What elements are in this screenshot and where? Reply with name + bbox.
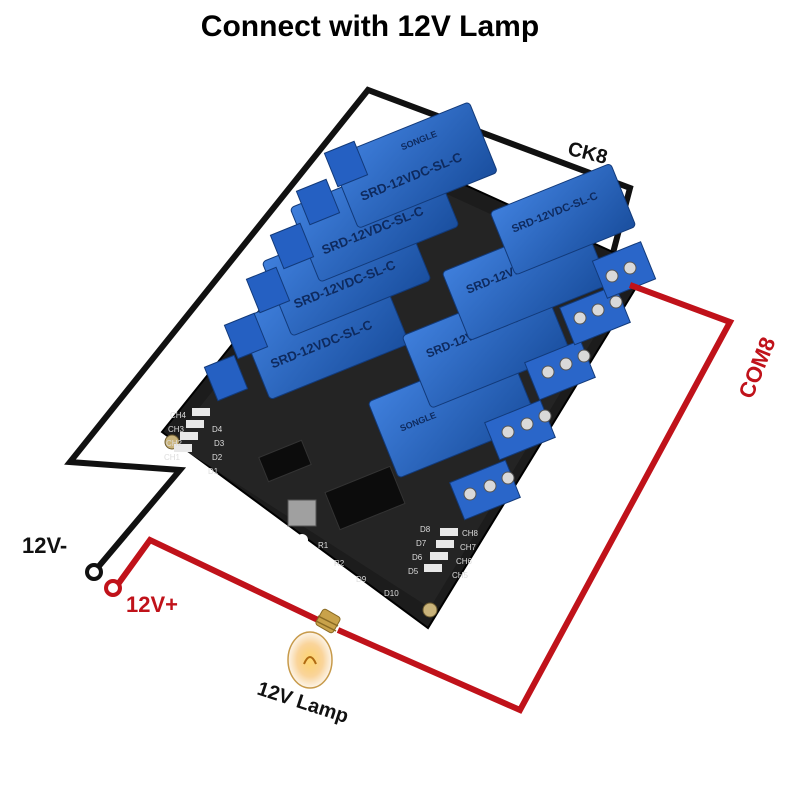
- relay-column-left: SRD-12VDC-SL-C SRD-12VDC-SL-C SRD-12VDC-…: [238, 102, 497, 400]
- led-label: D3: [214, 439, 225, 448]
- terminal-blocks-left: [203, 140, 369, 402]
- led-label: D1: [208, 467, 219, 476]
- led-label: D7: [416, 539, 427, 548]
- led-label: D2: [212, 453, 223, 462]
- relay-8: SRD-12VDC-SL-C: [490, 164, 636, 275]
- com-wire: [336, 282, 735, 714]
- positive-wire: [113, 536, 320, 623]
- led-label: D8: [420, 525, 431, 534]
- channel-label: CH2: [166, 439, 183, 448]
- channel-label: CH5: [452, 571, 469, 580]
- neg-label: 12V-: [22, 533, 67, 558]
- lamp-icon: [287, 608, 341, 689]
- channel-label: CH4: [170, 411, 187, 420]
- resistor-label: R1: [318, 541, 329, 550]
- led-label: D6: [412, 553, 423, 562]
- resistor-label: R2: [334, 559, 345, 568]
- pos-terminal-dot: [104, 579, 122, 597]
- neg-terminal-dot: [85, 563, 103, 581]
- channel-label: CH6: [456, 557, 473, 566]
- led-label: D10: [384, 589, 399, 598]
- channel-label: CH1: [164, 453, 181, 462]
- channel-label: CH3: [168, 425, 185, 434]
- pos-label: 12V+: [126, 592, 178, 617]
- led-label: D4: [212, 425, 223, 434]
- board-components: CH4 CH3 CH2 CH1 D4 D3 D2 D1 CH8 CH7 CH6 …: [164, 408, 479, 598]
- led-label: D9: [356, 575, 367, 584]
- channel-label: CH8: [462, 529, 479, 538]
- terminal-blocks-right: [449, 241, 657, 521]
- led-label: D5: [408, 567, 419, 576]
- relay-column-right: SONGLE SRD-12VDC-SL-C SRD-12VDC-SL-C SRD…: [368, 164, 636, 478]
- diagram-title: Connect with 12V Lamp: [200, 10, 540, 43]
- com-label: COM8: [733, 334, 780, 402]
- channel-label: CH7: [460, 543, 477, 552]
